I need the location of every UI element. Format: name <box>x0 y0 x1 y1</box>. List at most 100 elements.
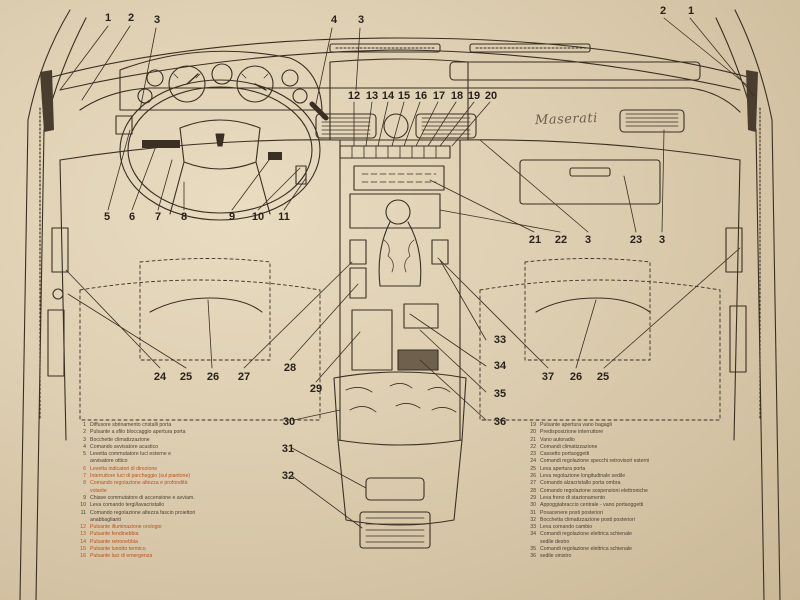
callout-22: 22 <box>554 234 568 246</box>
callout-15: 15 <box>397 90 411 102</box>
callout-9: 9 <box>228 211 236 223</box>
callout-37: 37 <box>541 371 555 383</box>
callout-3: 3 <box>584 234 592 246</box>
callout-14: 14 <box>381 90 395 102</box>
steering-wheel <box>119 79 329 221</box>
side-vent-right <box>746 70 758 132</box>
legend-row: sedile destro <box>540 538 570 545</box>
center-stack <box>339 139 461 441</box>
defrost-vents <box>329 43 591 53</box>
callout-5: 5 <box>103 211 111 223</box>
callout-26: 26 <box>569 371 583 383</box>
callout-25: 25 <box>179 371 193 383</box>
callout-4: 4 <box>330 14 338 26</box>
callout-28: 28 <box>283 362 297 374</box>
callout-30: 30 <box>282 416 296 428</box>
callout-13: 13 <box>365 90 379 102</box>
callout-3: 3 <box>658 234 666 246</box>
callout-18: 18 <box>450 90 464 102</box>
callout-16: 16 <box>414 90 428 102</box>
callout-29: 29 <box>309 383 323 395</box>
seat-bars <box>149 297 651 313</box>
callout-17: 17 <box>432 90 446 102</box>
callout-26: 26 <box>206 371 220 383</box>
callout-19: 19 <box>467 90 481 102</box>
callout-24: 24 <box>153 371 167 383</box>
callout-34: 34 <box>493 360 507 372</box>
callout-3: 3 <box>357 14 365 26</box>
callout-25: 25 <box>596 371 610 383</box>
armrest <box>333 371 467 549</box>
callout-36: 36 <box>493 416 507 428</box>
callout-21: 21 <box>528 234 542 246</box>
callout-3: 3 <box>153 14 161 26</box>
callout-1: 1 <box>104 12 112 24</box>
callout-2: 2 <box>659 5 667 17</box>
callout-31: 31 <box>281 443 295 455</box>
callout-8: 8 <box>180 211 188 223</box>
legend-row: anabbaglianti <box>90 516 121 523</box>
leader-lines <box>59 17 755 529</box>
callout-20: 20 <box>484 90 498 102</box>
callout-35: 35 <box>493 388 507 400</box>
seats <box>79 258 721 421</box>
brand-logo: Maserati <box>534 110 599 129</box>
callout-1: 1 <box>687 5 695 17</box>
instrument-cluster <box>119 50 323 111</box>
callout-12: 12 <box>347 90 361 102</box>
center-vents <box>115 109 685 139</box>
callout-33: 33 <box>493 334 507 346</box>
legend-row: avvisatore ottico <box>90 458 128 465</box>
callout-10: 10 <box>251 211 265 223</box>
callout-32: 32 <box>281 470 295 482</box>
gear-lever <box>349 199 449 371</box>
side-vent-left <box>40 70 54 132</box>
callout-6: 6 <box>128 211 136 223</box>
glovebox <box>519 159 661 205</box>
dashboard-outline <box>59 58 741 441</box>
callout-7: 7 <box>154 211 162 223</box>
callout-27: 27 <box>237 371 251 383</box>
callout-23: 23 <box>629 234 643 246</box>
legend-row: volante <box>90 487 107 494</box>
callout-11: 11 <box>278 211 290 223</box>
callout-2: 2 <box>127 12 135 24</box>
